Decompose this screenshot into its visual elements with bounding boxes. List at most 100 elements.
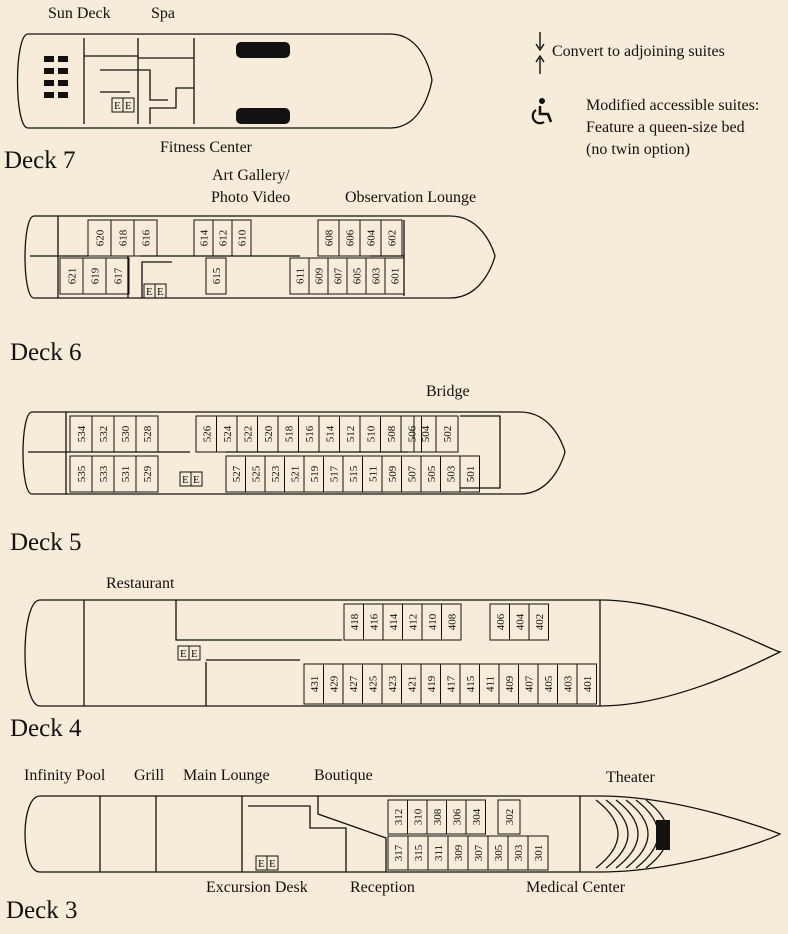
elevator <box>266 855 279 871</box>
theater-label: Theater <box>606 769 655 786</box>
spa-label: Spa <box>151 5 175 22</box>
cabin-number: 532 <box>98 426 110 443</box>
cabin-number: 515 <box>348 465 360 482</box>
cabin-number: 621 <box>67 268 79 285</box>
sun-lounger <box>44 56 54 62</box>
deck4-walls <box>83 600 601 706</box>
elevator <box>122 97 135 113</box>
photo-video-label: Photo Video <box>211 189 291 206</box>
elevator-label: E <box>125 100 132 112</box>
cabin-501 <box>459 455 480 493</box>
cabin-number: 620 <box>95 229 107 246</box>
cabin-616 <box>133 219 158 257</box>
cabin-502 <box>435 415 459 453</box>
cabin-number: 409 <box>504 675 516 692</box>
legend-accessible-line1: Modified accessible suites: <box>586 97 760 114</box>
infinity-pool-label: Infinity Pool <box>24 767 106 784</box>
theater-stage <box>656 820 670 850</box>
cabin-301 <box>527 835 549 871</box>
cabin-number: 317 <box>393 844 405 861</box>
cabin-number: 421 <box>406 676 418 693</box>
cabin-402 <box>528 603 549 641</box>
cabin-number: 416 <box>368 613 380 630</box>
cabin-number: 534 <box>76 425 88 442</box>
deck4-hull <box>24 599 783 707</box>
cabin-304 <box>465 799 486 835</box>
reception-label: Reception <box>350 879 415 896</box>
cabin-number: 423 <box>387 675 399 692</box>
legend-accessible-line3: (no twin option) <box>586 141 690 158</box>
cabin-number: 523 <box>270 465 282 482</box>
restaurant-label: Restaurant <box>106 575 175 592</box>
sun-lounger <box>44 68 54 74</box>
cabin-number: 431 <box>309 676 321 693</box>
cabin-number: 608 <box>324 229 336 246</box>
cabin-number: 615 <box>211 267 223 284</box>
cabin-401 <box>576 663 597 705</box>
legend-accessible-line2: Feature a queen-size bed <box>586 119 745 136</box>
elevator-label: E <box>114 100 121 112</box>
cabin-number: 308 <box>432 808 444 825</box>
cabin-number: 601 <box>390 268 402 285</box>
cabin-number: 417 <box>445 675 457 692</box>
cabin-number: 603 <box>371 267 383 284</box>
cabin-number: 616 <box>141 229 153 246</box>
cabin-number: 301 <box>533 845 545 862</box>
cabin-number: 502 <box>442 426 454 443</box>
elevator-label: E <box>269 858 276 870</box>
legend-adjoining-text: Convert to adjoining suites <box>552 43 725 60</box>
cabin-number: 304 <box>471 808 483 825</box>
cabin-number: 501 <box>465 466 477 483</box>
cabin-610 <box>231 219 252 257</box>
cabin-number: 520 <box>263 425 275 442</box>
cabin-number: 415 <box>465 675 477 692</box>
sun-lounger <box>58 92 68 98</box>
cabin-number: 611 <box>295 268 307 284</box>
cabin-number: 508 <box>386 425 398 442</box>
deck7-hull <box>16 33 433 129</box>
cabin-number: 429 <box>328 675 340 692</box>
cabin-number: 602 <box>387 230 399 247</box>
deck6-walls <box>30 216 405 298</box>
tender-boat <box>236 42 290 58</box>
boutique-label: Boutique <box>314 767 373 784</box>
cabin-number: 529 <box>142 465 154 482</box>
elevator-label: E <box>157 286 164 298</box>
cabin-number: 401 <box>582 676 594 693</box>
cabin-number: 427 <box>348 675 360 692</box>
elevator-label: E <box>146 286 153 298</box>
cabin-number: 309 <box>453 844 465 861</box>
sun-lounger <box>44 92 54 98</box>
cabin-number: 509 <box>387 465 399 482</box>
deck6-title: Deck 6 <box>10 339 82 366</box>
cabin-number: 412 <box>407 614 419 631</box>
cabin-number: 618 <box>118 229 130 246</box>
cabin-number: 614 <box>199 229 211 246</box>
deck3-hull <box>24 795 782 873</box>
cabin-number: 505 <box>426 465 438 482</box>
cabin-number: 530 <box>120 425 132 442</box>
sun-lounger <box>58 68 68 74</box>
cabin-number: 310 <box>412 808 424 825</box>
cabin-number: 305 <box>493 844 505 861</box>
cabin-number: 512 <box>345 426 357 443</box>
cabin-number: 514 <box>324 425 336 442</box>
cabin-number: 518 <box>283 425 295 442</box>
theater-arc <box>595 799 669 869</box>
grill-label: Grill <box>134 767 165 784</box>
cabin-number: 533 <box>98 465 110 482</box>
cabin-number: 607 <box>333 267 345 284</box>
cabin-number: 504 <box>420 425 432 442</box>
art-gallery-label: Art Gallery/ <box>212 167 290 184</box>
cabin-number: 516 <box>304 425 316 442</box>
cabin-number: 403 <box>562 675 574 692</box>
elevator-label: E <box>191 648 198 660</box>
double-arrow-icon <box>535 32 545 74</box>
main-lounge-label: Main Lounge <box>183 767 270 784</box>
cabin-number: 526 <box>201 425 213 442</box>
cabin-528 <box>135 415 159 453</box>
cabin-number: 418 <box>349 613 361 630</box>
cabin-408 <box>441 603 462 641</box>
cabin-506 <box>400 415 422 453</box>
cabin-number: 408 <box>446 613 458 630</box>
